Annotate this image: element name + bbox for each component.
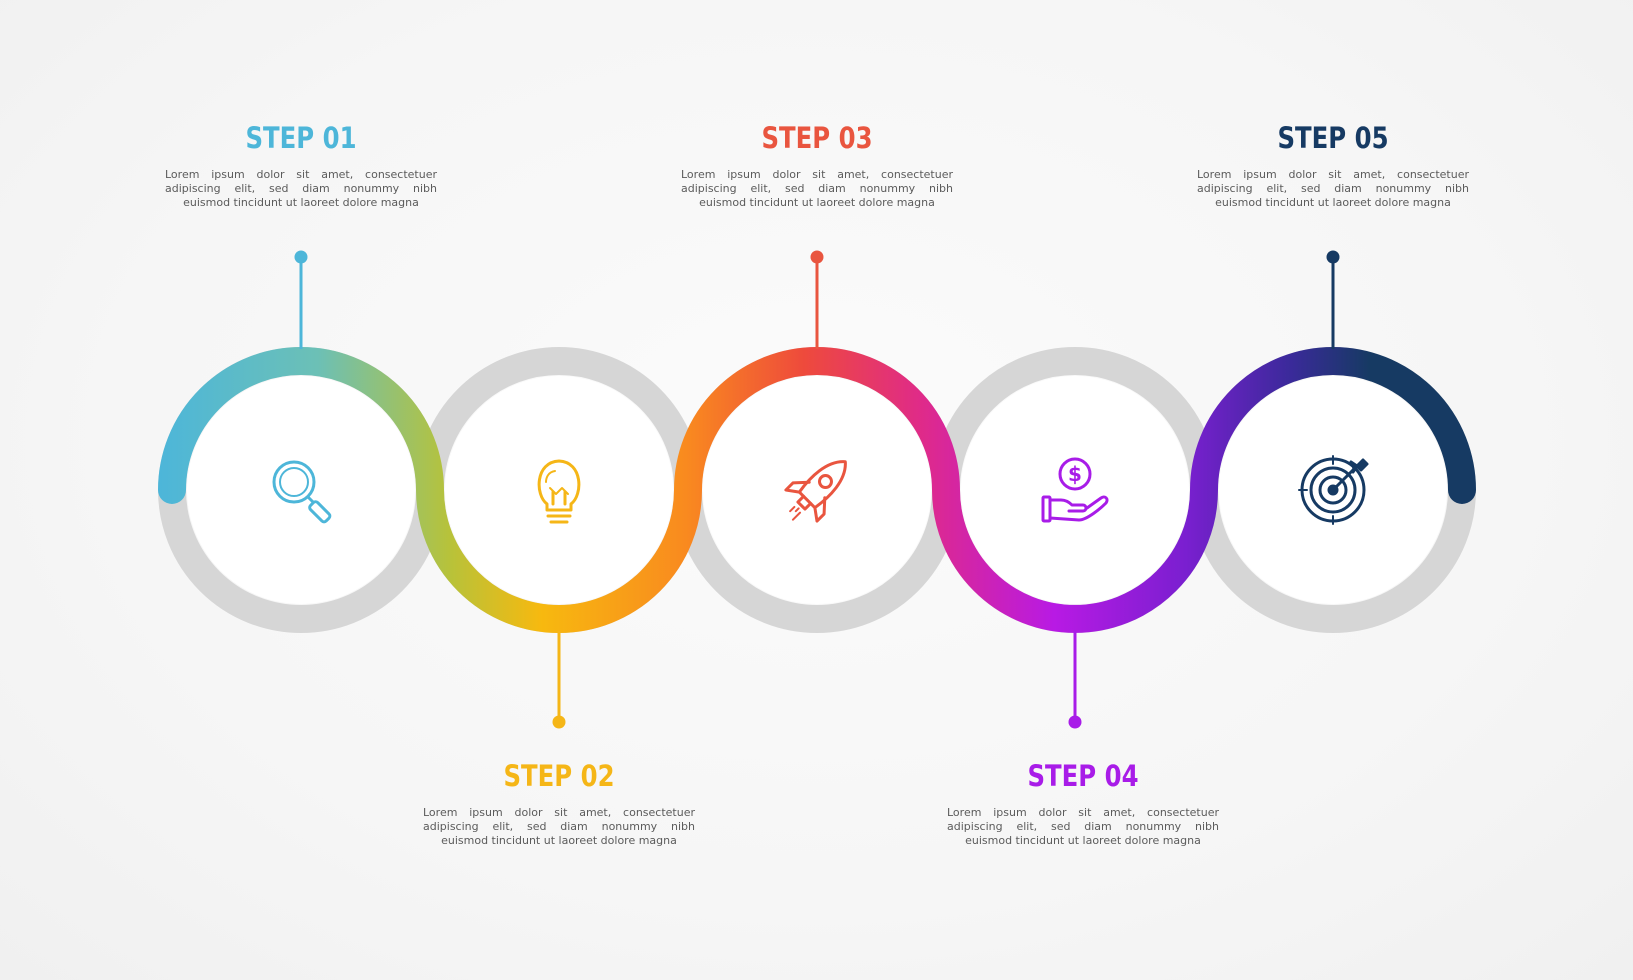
connector-dot-4 [1068,715,1082,729]
step-04-desc-line-2: adipiscing elit, sed diam nonummy nibh [947,820,1219,833]
step-02-desc-line-2: adipiscing elit, sed diam nonummy nibh [423,820,695,833]
target-icon [1298,455,1369,525]
step-03-desc-line-1: Lorem ipsum dolor sit amet, consectetuer [681,168,953,181]
step-04-block: STEP 04 Lorem ipsum dolor sit amet, cons… [943,758,1223,848]
connector-lines [294,250,1340,729]
magnifier-icon [272,460,332,524]
step-02-desc-line-1: Lorem ipsum dolor sit amet, consectetuer [423,806,695,819]
step-01-description: Lorem ipsum dolor sit amet, consectetuer… [161,168,441,210]
step-04-title: STEP 04 [1027,759,1139,793]
step-02-block: STEP 02 Lorem ipsum dolor sit amet, cons… [419,758,699,848]
step-05-desc-line-2: adipiscing elit, sed diam nonummy nibh [1197,182,1469,195]
step-05-desc-line-3: euismod tincidunt ut laoreet dolore magn… [1215,196,1451,209]
white-circle-fills [187,376,1447,604]
lightbulb-icon [537,459,581,524]
step-01-desc-line-1: Lorem ipsum dolor sit amet, consectetuer [165,168,437,181]
connector-dot-2 [552,715,566,729]
svg-text:$: $ [1068,462,1082,486]
step-04-description: Lorem ipsum dolor sit amet, consectetuer… [943,806,1223,848]
step-01-block: STEP 01 Lorem ipsum dolor sit amet, cons… [161,120,441,210]
step-03-block: STEP 03 Lorem ipsum dolor sit amet, cons… [677,120,957,210]
step-05-desc-line-1: Lorem ipsum dolor sit amet, consectetuer [1197,168,1469,181]
step-05-block: STEP 05 Lorem ipsum dolor sit amet, cons… [1193,120,1473,210]
step-05-title: STEP 05 [1277,121,1389,155]
step-05-description: Lorem ipsum dolor sit amet, consectetuer… [1193,168,1473,210]
step-04-desc-line-1: Lorem ipsum dolor sit amet, consectetuer [947,806,1219,819]
step-02-desc-line-3: euismod tincidunt ut laoreet dolore magn… [441,834,677,847]
step-01-desc-line-3: euismod tincidunt ut laoreet dolore magn… [183,196,419,209]
step-04-desc-line-3: euismod tincidunt ut laoreet dolore magn… [965,834,1201,847]
step-circle-1 [187,376,415,604]
hand-coin-icon: $ [1041,457,1109,523]
step-01-title: STEP 01 [245,121,357,155]
connector-dot-1 [294,250,308,264]
gradient-wave-path [158,347,1476,633]
step-circle-3 [703,376,931,604]
connector-dot-5 [1326,250,1340,264]
step-02-title: STEP 02 [503,759,615,793]
step-02-description: Lorem ipsum dolor sit amet, consectetuer… [419,806,699,848]
step-icons: $ [272,455,1369,525]
step-01-desc-line-2: adipiscing elit, sed diam nonummy nibh [165,182,437,195]
step-03-desc-line-2: adipiscing elit, sed diam nonummy nibh [681,182,953,195]
step-03-title: STEP 03 [761,121,873,155]
rocket-icon [784,460,847,523]
step-03-description: Lorem ipsum dolor sit amet, consectetuer… [677,168,957,210]
connector-dot-3 [810,250,824,264]
step-03-desc-line-3: euismod tincidunt ut laoreet dolore magn… [699,196,935,209]
